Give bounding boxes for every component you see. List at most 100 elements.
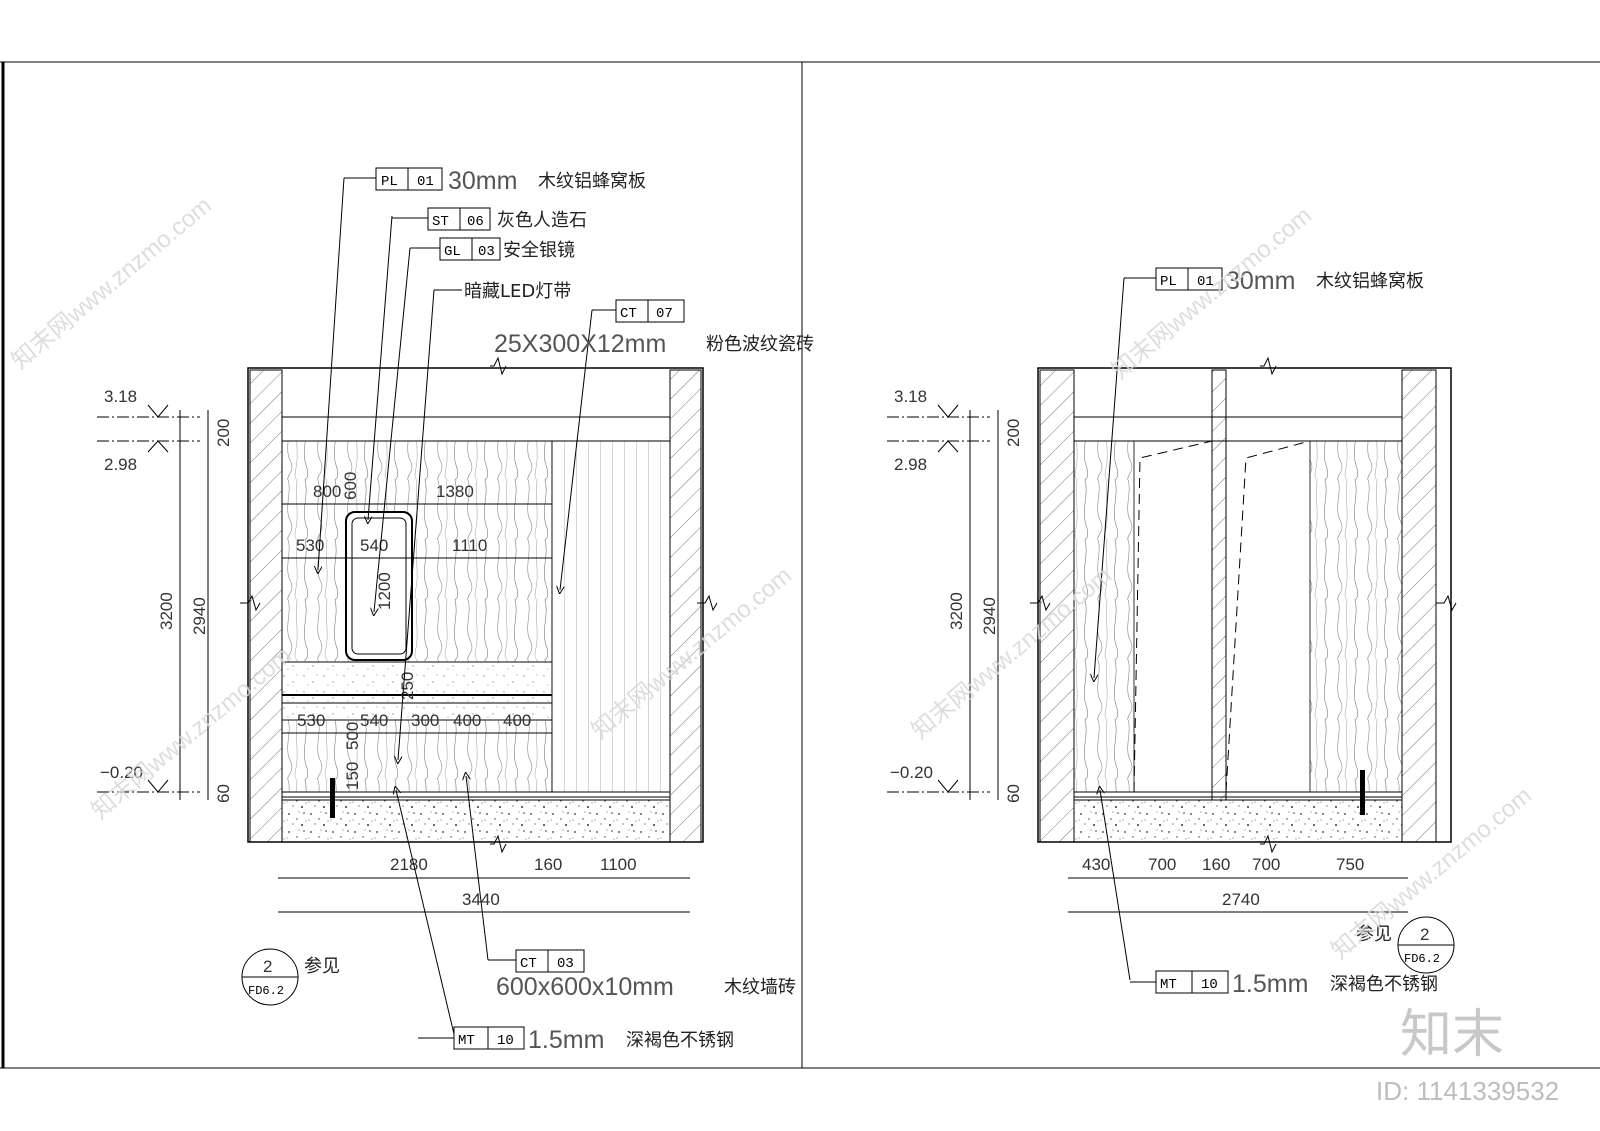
svg-text:30mm: 30mm [1226, 267, 1295, 295]
left-level-bottom: −0.20 [100, 763, 143, 782]
dim-row-530: 530 [297, 711, 325, 730]
left-wood-lower [281, 719, 553, 793]
svg-text:PL: PL [1160, 274, 1177, 290]
callout-st06: ST 06 灰色人造石 [392, 207, 587, 231]
svg-text:MT: MT [458, 1033, 475, 1049]
svg-text:GL: GL [444, 244, 461, 260]
right-ref-bubble: 2 FD6.2 参见 [1356, 916, 1455, 974]
dim-800: 800 [313, 482, 341, 501]
svg-text:10: 10 [1201, 977, 1218, 993]
dim-250: 250 [398, 672, 417, 700]
left-elevation: 3.18 2.98 −0.20 3200 2940 200 60 800 600… [97, 167, 814, 1054]
svg-text:30mm: 30mm [448, 167, 517, 195]
svg-text:FD6.2: FD6.2 [248, 984, 284, 998]
svg-text:MT: MT [1160, 977, 1177, 993]
svg-text:FD6.2: FD6.2 [1404, 952, 1440, 966]
dim-1200: 1200 [375, 572, 394, 610]
left-floor-slab [281, 799, 671, 843]
left-wood-panel [281, 440, 553, 663]
right-level-mid: 2.98 [894, 455, 927, 474]
left-dim-1100: 1100 [600, 855, 637, 874]
right-wood-right [1309, 440, 1403, 793]
svg-text:CT: CT [520, 956, 537, 972]
dim-row-400a: 400 [453, 711, 481, 730]
left-stone-band [281, 661, 553, 721]
watermarks: 知末网www.znzmo.com 知末网www.znzmo.com 知末网www… [7, 192, 1537, 965]
right-dim-total: 2740 [1222, 890, 1260, 909]
svg-text:2: 2 [263, 957, 272, 976]
svg-text:木纹铝蜂窝板: 木纹铝蜂窝板 [538, 171, 646, 192]
right-dim-750: 750 [1336, 855, 1364, 874]
dim-600: 600 [341, 472, 360, 500]
dim-500: 500 [343, 722, 362, 750]
dim-1110: 1110 [452, 536, 487, 555]
dim-1380: 1380 [436, 482, 474, 501]
left-vdim-3200: 3200 [157, 592, 176, 630]
svg-text:06: 06 [467, 214, 484, 230]
left-wall-right [669, 369, 702, 843]
right-level-bottom: −0.20 [890, 763, 933, 782]
right-level-top: 3.18 [894, 387, 927, 406]
left-dim-2180: 2180 [390, 855, 428, 874]
right-dim-700b: 700 [1252, 855, 1280, 874]
callout-ct03: CT 03 600x600x10mm 木纹墙砖 [488, 949, 796, 1001]
dim-150: 150 [343, 762, 362, 790]
left-level-markers: 3.18 2.98 −0.20 [97, 387, 200, 793]
svg-text:粉色波纹瓷砖: 粉色波纹瓷砖 [706, 334, 814, 355]
left-level-mid: 2.98 [104, 455, 137, 474]
left-vdim-200: 200 [214, 419, 233, 447]
left-level-top: 3.18 [104, 387, 137, 406]
brand-watermark: 知末 [1400, 1005, 1504, 1065]
mirror [345, 511, 413, 661]
dim-540: 540 [360, 536, 388, 555]
right-steel-strip [1360, 770, 1365, 815]
callout-pl01: PL 01 30mm 木纹铝蜂窝板 [344, 167, 646, 195]
svg-text:安全银镜: 安全银镜 [503, 240, 575, 261]
svg-text:600x600x10mm: 600x600x10mm [496, 973, 674, 1001]
right-partition [1211, 369, 1227, 801]
left-ripple-tile [551, 440, 671, 793]
svg-text:CT: CT [620, 306, 637, 322]
door-swing-2 [1225, 440, 1311, 793]
callout-pl01-right: PL 01 30mm 木纹铝蜂窝板 [1124, 267, 1424, 295]
door-swing-1 [1133, 440, 1213, 793]
right-floor-slab [1073, 799, 1403, 843]
svg-text:PL: PL [381, 174, 398, 190]
right-vdim-3200: 3200 [947, 592, 966, 630]
callout-led: 暗藏LED灯带 [434, 281, 571, 302]
svg-text:01: 01 [417, 174, 434, 190]
right-dim-160: 160 [1202, 855, 1230, 874]
left-vdim-60: 60 [214, 784, 233, 803]
image-id: ID: 1141339532 [1376, 1076, 1559, 1106]
svg-text:03: 03 [478, 244, 495, 260]
dim-530: 530 [296, 536, 324, 555]
right-dim-430: 430 [1082, 855, 1110, 874]
svg-text:03: 03 [557, 956, 574, 972]
dim-row-400b: 400 [503, 711, 531, 730]
left-ref-bubble: 2 FD6.2 参见 [241, 948, 340, 1006]
svg-text:2: 2 [1420, 925, 1429, 944]
svg-text:01: 01 [1197, 274, 1214, 290]
left-steel-strip [330, 778, 335, 818]
right-elevation: 3.18 2.98 −0.20 3200 2940 200 60 430 700… [887, 267, 1457, 998]
svg-text:木纹墙砖: 木纹墙砖 [724, 977, 796, 998]
right-dim-700a: 700 [1148, 855, 1176, 874]
callout-mt10-left: MT 10 1.5mm 深褐色不锈钢 [418, 1026, 734, 1054]
svg-text:10: 10 [497, 1033, 514, 1049]
callout-gl03: GL 03 安全银镜 [410, 237, 575, 261]
right-vdim-2940: 2940 [980, 597, 999, 635]
dim-row-540: 540 [360, 711, 388, 730]
left-vdim-2940: 2940 [190, 597, 209, 635]
callout-mt10-right: MT 10 1.5mm 深褐色不锈钢 [1130, 970, 1438, 998]
svg-text:ST: ST [432, 214, 449, 230]
right-vdim-200: 200 [1004, 419, 1023, 447]
svg-text:木纹铝蜂窝板: 木纹铝蜂窝板 [1316, 271, 1424, 292]
svg-text:07: 07 [656, 306, 673, 322]
svg-text:25X300X12mm: 25X300X12mm [494, 330, 666, 358]
svg-text:暗藏LED灯带: 暗藏LED灯带 [464, 281, 571, 302]
svg-text:深褐色不锈钢: 深褐色不锈钢 [626, 1030, 734, 1051]
callout-ct07: CT 07 25X300X12mm 粉色波纹瓷砖 [494, 299, 814, 358]
svg-text:灰色人造石: 灰色人造石 [497, 210, 587, 231]
svg-text:1.5mm: 1.5mm [1232, 970, 1308, 998]
